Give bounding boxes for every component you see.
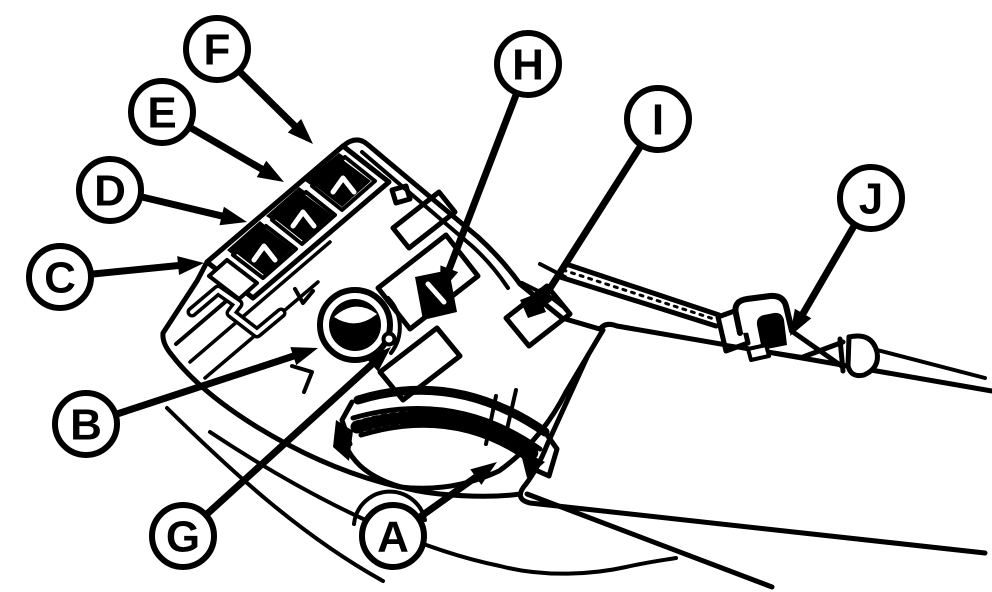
meter-face-highlight [334, 306, 377, 324]
console-contour-2 [188, 240, 332, 364]
indicator-light [381, 331, 397, 347]
callout-arrow-shaft [796, 224, 858, 323]
v-mark [293, 287, 315, 305]
body-panel-lower-edge [524, 491, 775, 590]
rocker-cap-2 [266, 187, 306, 220]
callout-arrow-head [256, 160, 284, 182]
callout-circle-A [359, 502, 427, 570]
callout-arrow-shaft [417, 469, 485, 520]
callout-H: H [440, 30, 562, 293]
callout-arrow-shaft [539, 145, 643, 302]
callout-letter-F: F [204, 26, 231, 75]
callout-J: J [790, 164, 905, 336]
sector-top-rim [353, 385, 550, 437]
callout-letter-I: I [652, 96, 664, 145]
rocker-highlight-3 [330, 175, 357, 195]
callout-letter-A: A [377, 513, 409, 562]
callout-arrow-head [177, 256, 204, 276]
latch-base-plate [746, 343, 771, 362]
callout-D: D [76, 156, 247, 226]
callout-A: A [359, 462, 497, 570]
callout-letter-B: B [70, 401, 102, 450]
rocker-cap-3 [305, 153, 345, 186]
latch-knob [756, 312, 787, 350]
rocker-switch-3 [314, 160, 371, 207]
body-curve-2 [208, 430, 678, 576]
recess-small-upper [390, 189, 458, 251]
switch-bezel [204, 143, 392, 301]
callout-arrow-shaft [237, 69, 303, 134]
sector-serration [350, 410, 543, 463]
sector-right-end [528, 429, 560, 479]
callout-E: E [128, 78, 284, 182]
body-contours [165, 406, 678, 583]
rocker-highlight-1 [251, 243, 278, 263]
shift-slot-inner [190, 288, 283, 335]
callout-arrow-shaft [92, 261, 187, 278]
callout-letter-E: E [147, 89, 176, 138]
callout-arrow-head [470, 462, 497, 485]
rail-right-line [875, 348, 987, 380]
switch-h-highlight [425, 281, 447, 305]
callout-arrow-head [533, 287, 555, 315]
rail-top-line [563, 261, 722, 318]
console-far-edge-inner [360, 150, 510, 290]
rocker-switch-2 [275, 194, 332, 241]
connector-i-line [550, 296, 568, 311]
callout-circle-J [837, 164, 905, 232]
console [160, 137, 606, 491]
callout-arrow-head [290, 347, 318, 366]
callout-letter-D: D [94, 167, 126, 216]
callout-arrow-head [219, 206, 247, 226]
rail-brace-upright [837, 336, 846, 374]
callout-letter-J: J [859, 175, 883, 224]
callout-arrow-head [440, 265, 459, 293]
callout-arrow-shaft [443, 93, 520, 278]
sector-band-lower [358, 422, 536, 466]
callout-circle-C [26, 243, 94, 311]
rail-brace-line-2 [800, 339, 846, 360]
serrated-sector [333, 385, 560, 499]
meter-bracket [290, 364, 314, 394]
body-panel [517, 321, 992, 590]
callout-letter-C: C [44, 254, 76, 303]
callout-arrow-shaft [204, 356, 381, 517]
callout-F: F [183, 15, 313, 144]
callout-circle-G [149, 502, 217, 570]
callout-circle-D [76, 156, 144, 224]
callout-arrow-shaft [115, 350, 302, 418]
callout-letter-H: H [512, 41, 544, 90]
callout-arrow-head [287, 118, 313, 144]
callout-arrow-shaft [189, 124, 271, 176]
callout-G: G [149, 347, 391, 570]
rail-bottom-line [557, 274, 719, 329]
callout-circle-I [624, 85, 692, 153]
callout-circle-B [52, 390, 120, 458]
sector-band-upper [350, 406, 543, 452]
rocker-highlight-2 [290, 209, 317, 229]
meter-collar-arc [386, 296, 402, 355]
sector-under-curve [343, 443, 523, 499]
sector-right-block [520, 450, 545, 478]
callout-B: B [52, 347, 318, 458]
hour-meter [290, 287, 402, 394]
callout-arrow-head [790, 308, 812, 336]
callout-letter-G: G [166, 513, 200, 562]
callout-I: I [533, 85, 692, 315]
callout-arrow-head [365, 347, 391, 372]
callout-circle-E [128, 78, 196, 146]
body-arch [352, 489, 427, 526]
rail-assembly [520, 261, 987, 380]
body-curve-1 [165, 406, 385, 583]
rail-dotted-texture [561, 268, 719, 322]
callout-arrow-shaft [141, 193, 231, 222]
square-hole [389, 183, 413, 206]
callout-C: C [26, 243, 204, 311]
rail-nose-cap [845, 333, 880, 379]
rocker-switch-1 [236, 228, 293, 275]
callout-circle-F [183, 15, 251, 83]
callout-circle-H [494, 30, 562, 98]
rocker-cap-1 [227, 221, 266, 255]
